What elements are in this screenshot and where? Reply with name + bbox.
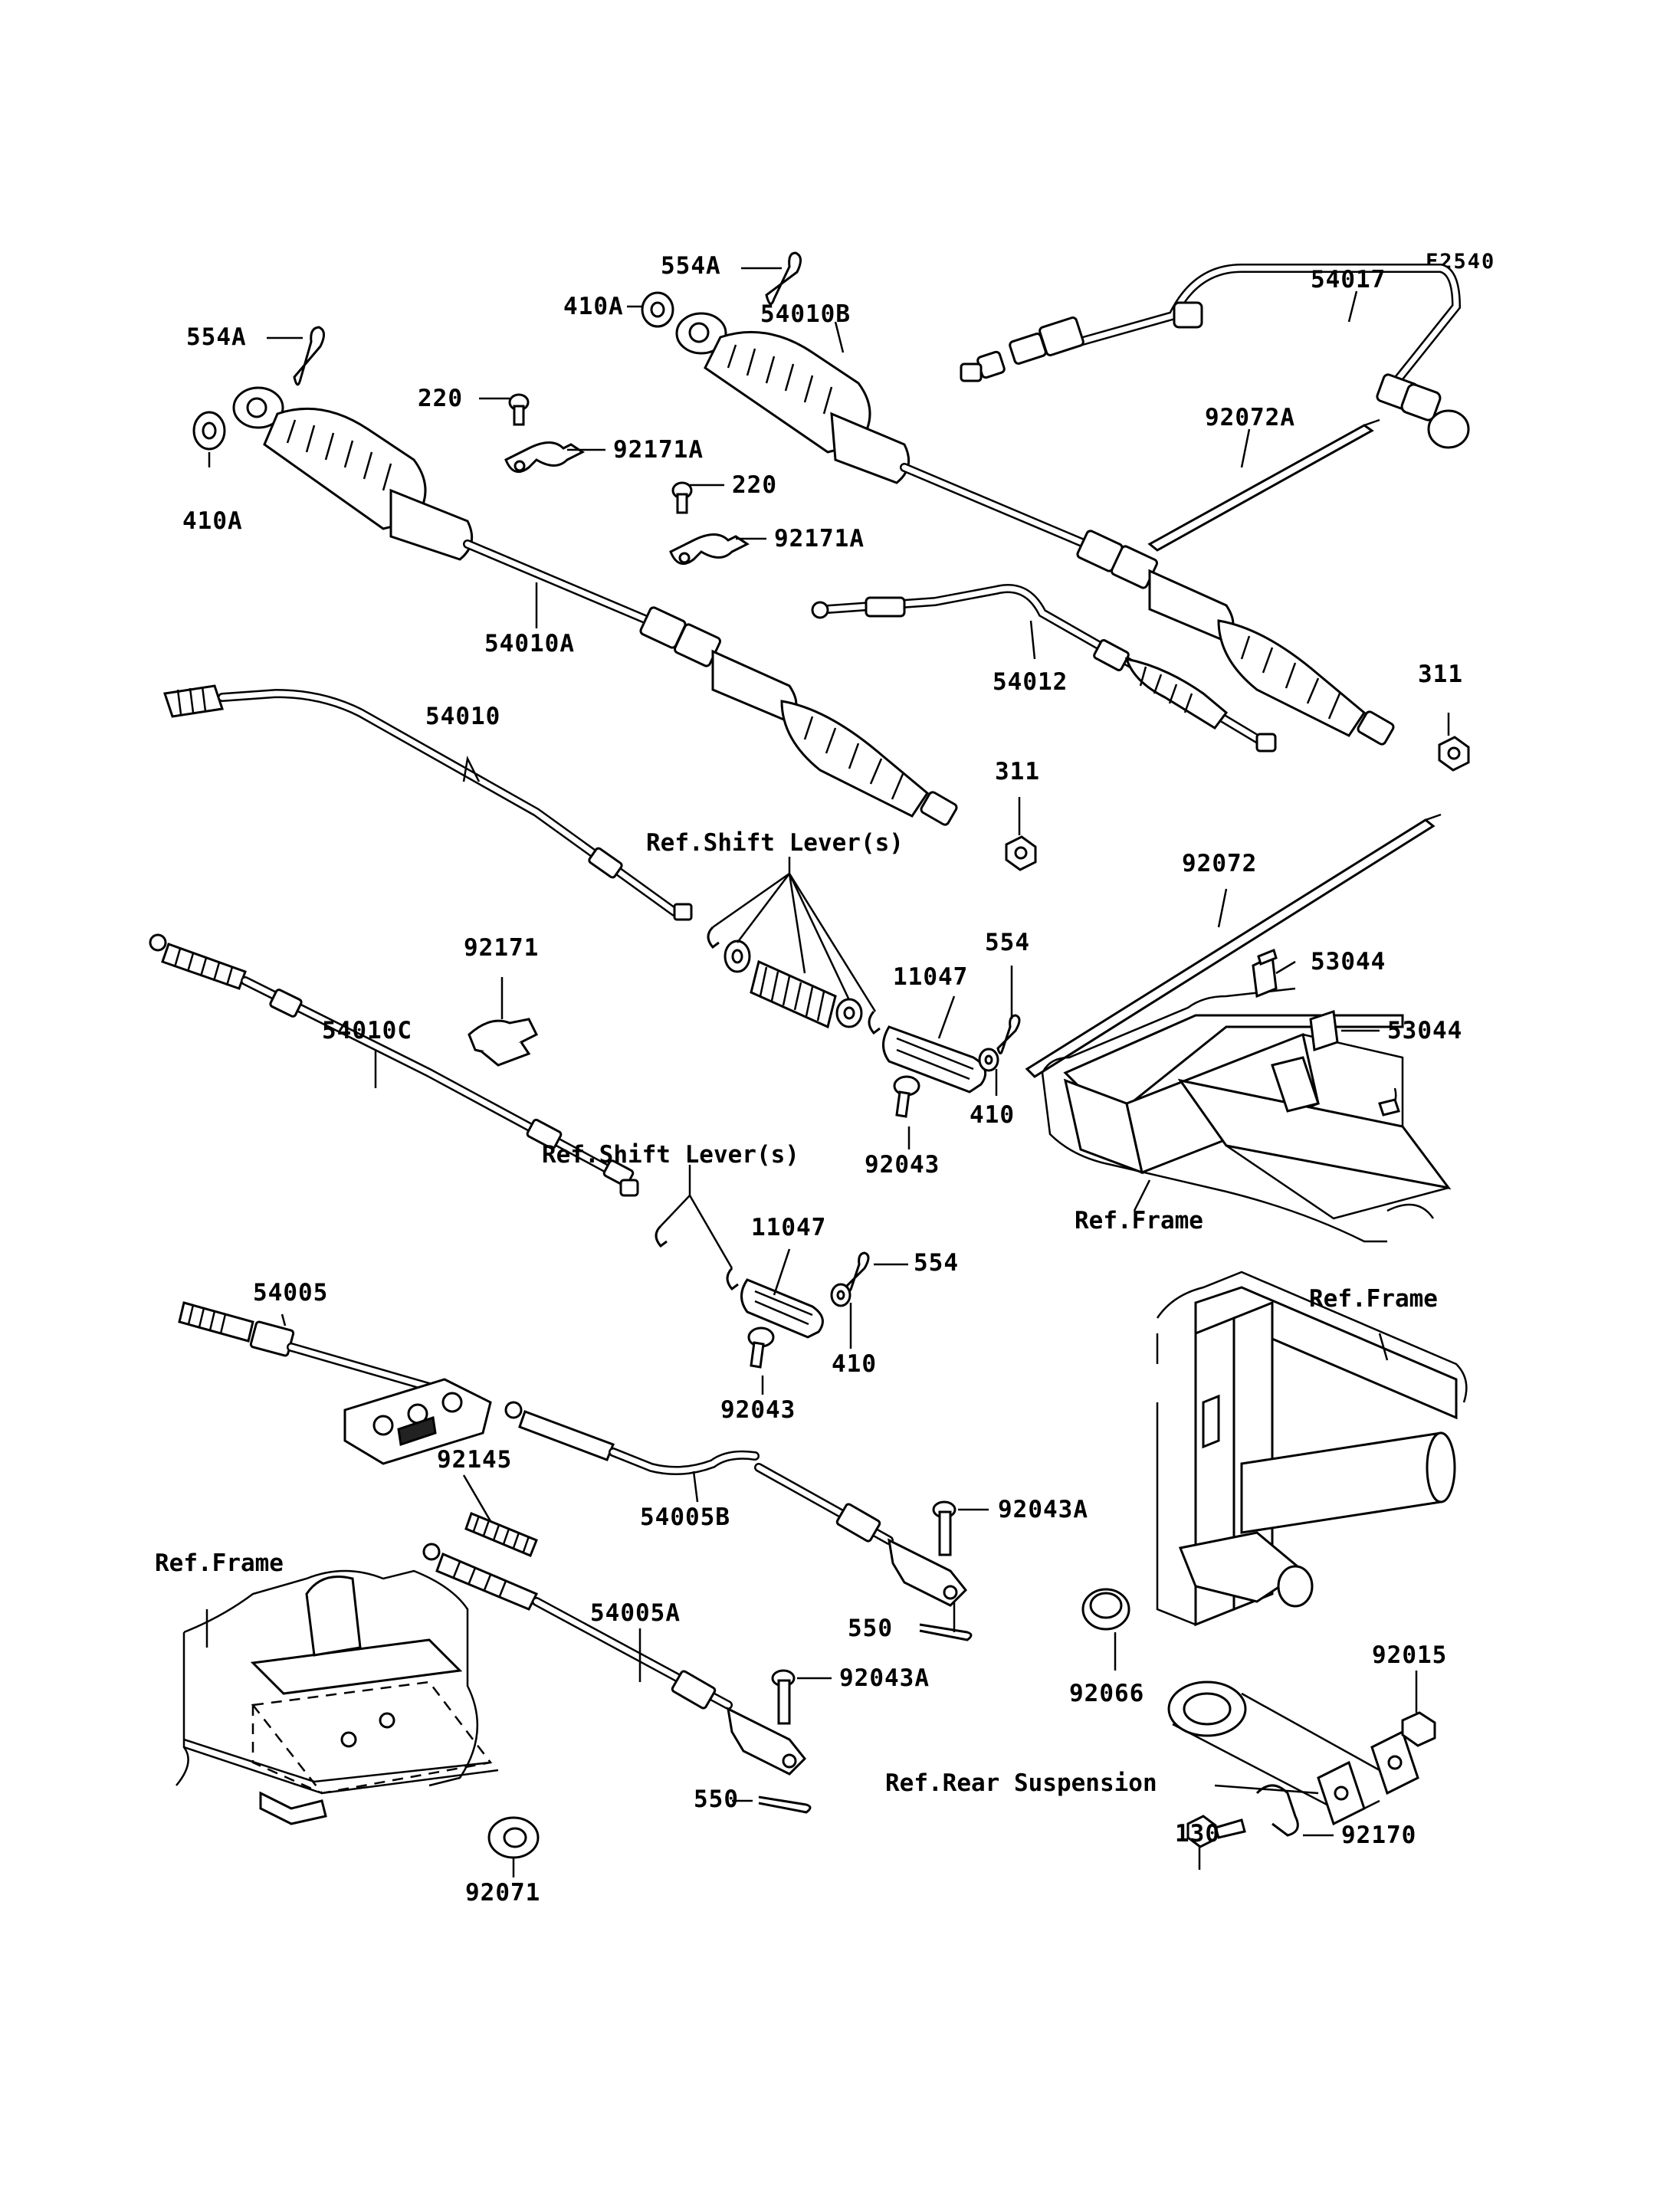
lever-11047-b [740, 1278, 824, 1339]
cable-54010C [149, 933, 639, 1197]
washer-410A-left [192, 411, 226, 451]
label-54005A: 54005A [590, 1599, 681, 1627]
clip-53044-b [1309, 1009, 1339, 1052]
label-53044-a: 53044 [1311, 948, 1386, 976]
label-53044-b: 53044 [1387, 1017, 1462, 1044]
label-92043-a: 92043 [865, 1151, 940, 1179]
frame-lower-left [176, 1569, 499, 1825]
pin-554-b [845, 1251, 870, 1292]
label-92043A-a: 92043A [998, 1496, 1088, 1523]
ref-frame-b: Ref.Frame [1309, 1285, 1438, 1313]
washer-410A-mid [641, 291, 674, 328]
ref-frame-a: Ref.Frame [1075, 1207, 1203, 1235]
label-92066: 92066 [1069, 1680, 1144, 1707]
washer-410-a [978, 1048, 999, 1072]
label-554-a: 554 [985, 929, 1030, 956]
label-92072: 92072 [1182, 850, 1257, 877]
bolt-220-b [671, 481, 693, 514]
bolt-220-a [508, 393, 530, 426]
cable-54005B [504, 1401, 968, 1607]
label-92043-b: 92043 [720, 1396, 796, 1424]
pin-92170 [1255, 1784, 1299, 1837]
cap-92066 [1081, 1588, 1130, 1631]
ref-shift-lever-a: Ref.Shift Lever(s) [646, 829, 904, 857]
label-92072A: 92072A [1205, 404, 1295, 431]
label-54005B: 54005B [640, 1503, 730, 1531]
pin-92043A-b [771, 1669, 796, 1725]
strap-92072 [1025, 813, 1442, 1078]
label-410-a: 410 [970, 1101, 1015, 1129]
label-130: 130 [1175, 1820, 1220, 1848]
label-92171A-a: 92171A [613, 436, 704, 464]
pin-92043-b [747, 1326, 775, 1369]
cable-54005 [178, 1301, 492, 1465]
pin-550-b [758, 1795, 812, 1814]
label-54005: 54005 [253, 1279, 328, 1307]
label-92071: 92071 [465, 1879, 540, 1907]
cable-54010B [675, 312, 1395, 746]
label-554A-left: 554A [186, 323, 247, 351]
label-311-right: 311 [1418, 661, 1463, 688]
clip-53044-a [1252, 948, 1278, 998]
label-54017: 54017 [1311, 266, 1386, 293]
frame-middle-right [1156, 1271, 1468, 1627]
frame-upper-right [1041, 987, 1452, 1243]
pin-550-a [919, 1623, 973, 1641]
clamp-92171A-a [504, 441, 585, 474]
label-220-b: 220 [732, 471, 777, 499]
ref-rear-suspension: Ref.Rear Suspension [885, 1769, 1157, 1797]
pin-554A-left [293, 326, 325, 386]
label-220-a: 220 [418, 385, 463, 412]
nut-311-right [1438, 736, 1470, 772]
grommet-92071 [487, 1816, 540, 1859]
label-550-b: 550 [694, 1785, 739, 1813]
pin-554-a [996, 1014, 1021, 1054]
ref-shift-lever-b: Ref.Shift Lever(s) [542, 1141, 799, 1169]
label-54012: 54012 [993, 668, 1068, 696]
label-410-b: 410 [832, 1350, 877, 1378]
label-410A-left: 410A [182, 507, 243, 535]
label-311-mid: 311 [995, 758, 1040, 785]
cable-54010 [163, 684, 693, 921]
bolt-130 [1186, 1815, 1246, 1848]
label-92145: 92145 [437, 1446, 512, 1474]
label-54010: 54010 [425, 703, 500, 730]
spring-92145 [464, 1512, 538, 1557]
shift-lever-parts-a [707, 926, 881, 1035]
pin-92043-a [893, 1075, 920, 1118]
label-11047-a: 11047 [893, 963, 968, 991]
cable-54005A [422, 1543, 807, 1776]
label-92015: 92015 [1372, 1641, 1447, 1669]
washer-410-b [830, 1283, 851, 1307]
label-92171: 92171 [464, 934, 539, 962]
label-11047-b: 11047 [751, 1214, 826, 1241]
cable-54012 [811, 584, 1277, 753]
clip-92171 [468, 1018, 539, 1067]
label-554A-top: 554A [661, 252, 721, 280]
label-550-a: 550 [848, 1615, 893, 1642]
clamp-92171A-b [669, 533, 750, 566]
label-92043A-b: 92043A [839, 1664, 930, 1692]
label-54010C: 54010C [322, 1017, 412, 1044]
label-54010B: 54010B [760, 300, 851, 328]
rear-suspension [1167, 1681, 1419, 1826]
label-92170: 92170 [1341, 1822, 1416, 1849]
leader-lines [205, 267, 1450, 1877]
pin-92043A-a [932, 1500, 956, 1556]
strap-92072A [1147, 418, 1380, 552]
label-54010A: 54010A [484, 630, 575, 657]
nut-92015 [1401, 1711, 1436, 1747]
shift-lever-parts-b [655, 1225, 739, 1291]
label-92171A-b: 92171A [774, 525, 865, 553]
label-410A-mid: 410A [563, 293, 624, 320]
cable-54017 [960, 264, 1470, 449]
label-554-b: 554 [914, 1249, 959, 1277]
cable-54010A [232, 386, 958, 826]
ref-frame-c: Ref.Frame [155, 1549, 284, 1577]
pin-554A-top [765, 251, 802, 305]
nut-311-mid [1005, 835, 1037, 871]
